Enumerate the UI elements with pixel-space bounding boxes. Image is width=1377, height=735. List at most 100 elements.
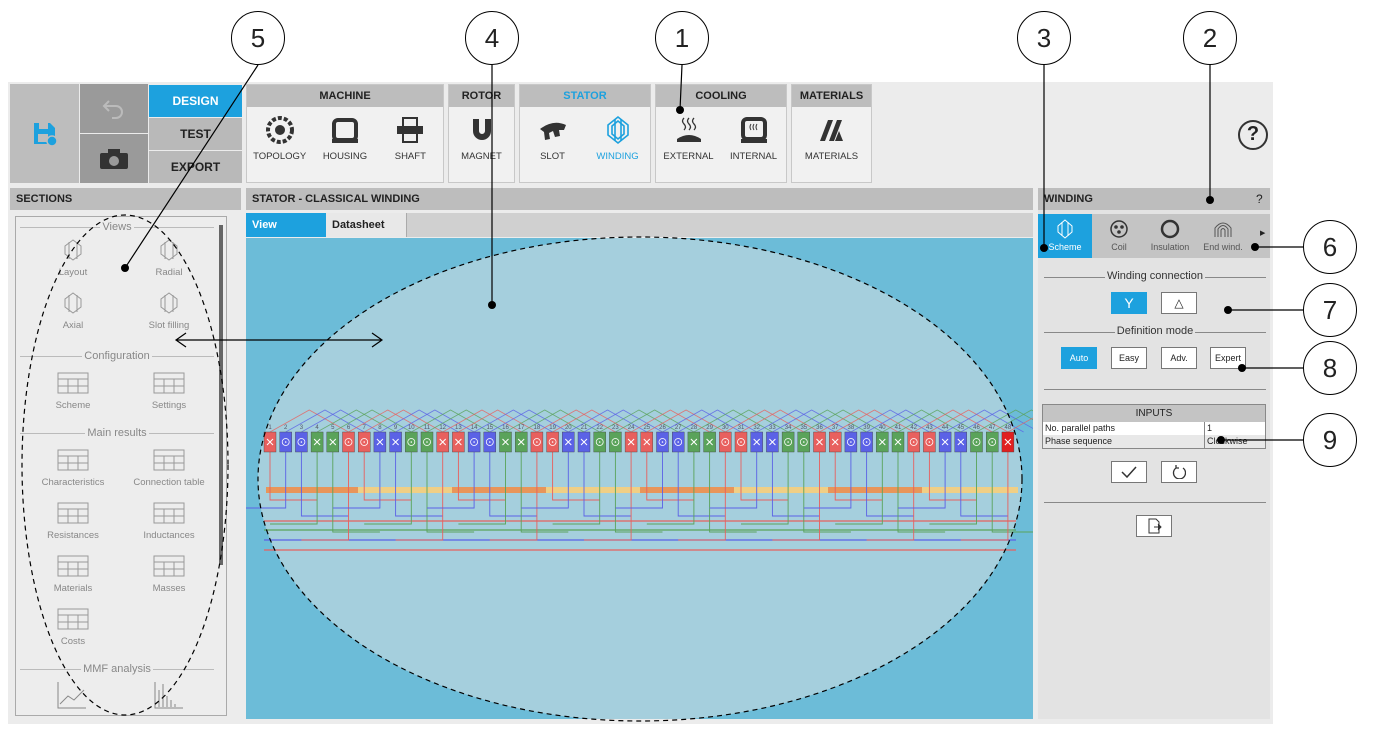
topology-icon bbox=[265, 116, 294, 144]
scheme-icon bbox=[1057, 219, 1073, 239]
slot-number: 45 bbox=[957, 425, 964, 431]
current-out-dot bbox=[489, 441, 491, 443]
parallel-paths-input[interactable]: 1 bbox=[1207, 423, 1213, 433]
undo-button[interactable] bbox=[80, 84, 148, 133]
ribbon-shaft[interactable]: SHAFT bbox=[380, 115, 440, 162]
ribbon-topology[interactable]: TOPOLOGY bbox=[250, 115, 310, 162]
mode-auto-button[interactable]: Auto bbox=[1061, 347, 1097, 369]
apply-button[interactable] bbox=[1111, 461, 1147, 483]
slot-number: 18 bbox=[534, 425, 541, 431]
ribbon-housing[interactable]: HOUSING bbox=[315, 115, 375, 162]
section-item[interactable]: Inductances bbox=[124, 502, 214, 541]
section-item[interactable]: Connection table bbox=[124, 449, 214, 488]
mode-easy-button[interactable]: Easy bbox=[1111, 347, 1147, 369]
slot-number: 12 bbox=[439, 425, 446, 431]
sections-title: SECTIONS bbox=[10, 188, 241, 210]
slot-number: 48 bbox=[1005, 425, 1012, 431]
slot-number: 32 bbox=[753, 425, 760, 431]
winding-help[interactable]: ? bbox=[1256, 192, 1263, 206]
tab-coil[interactable]: Coil bbox=[1092, 214, 1146, 258]
section-item[interactable]: Slot filling bbox=[124, 292, 214, 331]
group-title: COOLING bbox=[656, 85, 786, 107]
tab-scheme[interactable]: Scheme bbox=[1038, 214, 1092, 258]
ribbon-external[interactable]: EXTERNAL bbox=[659, 115, 719, 162]
help-button[interactable]: ? bbox=[1238, 120, 1268, 150]
export-file-icon bbox=[1148, 518, 1162, 534]
phase-sequence-select[interactable]: Clockwise bbox=[1207, 436, 1248, 446]
winding-panel bbox=[1038, 188, 1270, 719]
current-out-dot bbox=[677, 441, 679, 443]
section-item[interactable]: Layout bbox=[28, 239, 118, 278]
section-item[interactable]: Materials bbox=[28, 555, 118, 594]
save-icon bbox=[33, 122, 58, 147]
group-views: Views bbox=[20, 221, 214, 233]
housing-icon bbox=[331, 118, 358, 143]
camera-icon bbox=[100, 148, 128, 169]
slot-number: 21 bbox=[581, 425, 588, 431]
current-out-dot bbox=[473, 441, 475, 443]
table-icon bbox=[57, 608, 89, 630]
section-item[interactable]: Resistances bbox=[28, 502, 118, 541]
external-cooling-icon bbox=[676, 117, 701, 142]
current-out-dot bbox=[912, 441, 915, 443]
current-out-dot bbox=[614, 441, 617, 443]
section-item[interactable]: Masses bbox=[124, 555, 214, 594]
reset-button[interactable] bbox=[1161, 461, 1197, 483]
section-item[interactable]: Axial bbox=[28, 292, 118, 331]
mmf-bar-chart-icon[interactable] bbox=[153, 680, 185, 710]
ribbon-magnet[interactable]: MAGNET bbox=[452, 115, 512, 162]
view-icon bbox=[64, 239, 82, 261]
slot-number: 34 bbox=[785, 425, 792, 431]
tab-datasheet[interactable]: Datasheet bbox=[326, 213, 407, 237]
mmf-line-chart-icon[interactable] bbox=[56, 680, 88, 710]
row-label: Phase sequence bbox=[1043, 435, 1205, 448]
callout-4: 4 bbox=[465, 11, 519, 65]
section-item[interactable]: Costs bbox=[28, 608, 118, 647]
screenshot-button[interactable] bbox=[80, 134, 148, 183]
main-title: STATOR - CLASSICAL WINDING bbox=[246, 188, 1033, 210]
check-icon bbox=[1121, 466, 1137, 478]
ribbon-group-machine: MACHINE TOPOLOGY HOUSING SHAFT bbox=[246, 84, 444, 183]
label: SLOT bbox=[540, 151, 565, 162]
section-item[interactable]: Scheme bbox=[28, 372, 118, 411]
magnet-icon bbox=[472, 119, 491, 140]
group-title: MATERIALS bbox=[792, 85, 871, 107]
view-icon bbox=[160, 292, 178, 314]
sections-list: Views Configuration Main results MMF ana… bbox=[15, 216, 227, 716]
mode-expert-button[interactable]: Expert bbox=[1210, 347, 1246, 369]
current-out-dot bbox=[661, 441, 664, 443]
winding-icon bbox=[606, 115, 629, 145]
current-out-dot bbox=[850, 441, 852, 443]
winding-title: WINDING bbox=[1038, 188, 1270, 210]
tab-insulation[interactable]: Insulation bbox=[1143, 214, 1197, 258]
tab-view[interactable]: View bbox=[246, 213, 326, 237]
tabs-scroll-right-icon[interactable]: ▶ bbox=[1260, 230, 1266, 237]
nav-design[interactable]: DESIGN bbox=[149, 85, 242, 117]
tab-end-winding[interactable]: End wind. bbox=[1196, 214, 1250, 258]
section-item[interactable]: Settings bbox=[124, 372, 214, 411]
section-item[interactable]: Radial bbox=[124, 239, 214, 278]
scrollbar[interactable] bbox=[219, 225, 223, 565]
slot-number: 11 bbox=[424, 425, 431, 431]
save-button[interactable] bbox=[10, 84, 79, 183]
mode-adv-button[interactable]: Adv. bbox=[1161, 347, 1197, 369]
ribbon-winding[interactable]: WINDING bbox=[588, 115, 648, 162]
section-item[interactable]: Characteristics bbox=[28, 449, 118, 488]
label: MATERIALS bbox=[804, 151, 859, 162]
current-out-dot bbox=[300, 441, 303, 443]
current-out-dot bbox=[803, 441, 805, 443]
group-mmf-analysis: MMF analysis bbox=[20, 663, 214, 675]
ribbon-materials[interactable]: MATERIALS bbox=[802, 115, 862, 162]
export-button[interactable] bbox=[1136, 515, 1172, 537]
nav-export[interactable]: EXPORT bbox=[149, 151, 242, 183]
connection-delta-button[interactable]: △ bbox=[1161, 292, 1197, 314]
connection-star-button[interactable]: Y bbox=[1111, 292, 1147, 314]
ribbon-internal[interactable]: INTERNAL bbox=[724, 115, 784, 162]
current-out-dot bbox=[363, 441, 365, 443]
nav-test[interactable]: TEST bbox=[149, 118, 242, 150]
divider bbox=[1044, 502, 1266, 503]
ribbon-slot[interactable]: SLOT bbox=[523, 115, 583, 162]
view-highlight bbox=[258, 237, 1022, 721]
